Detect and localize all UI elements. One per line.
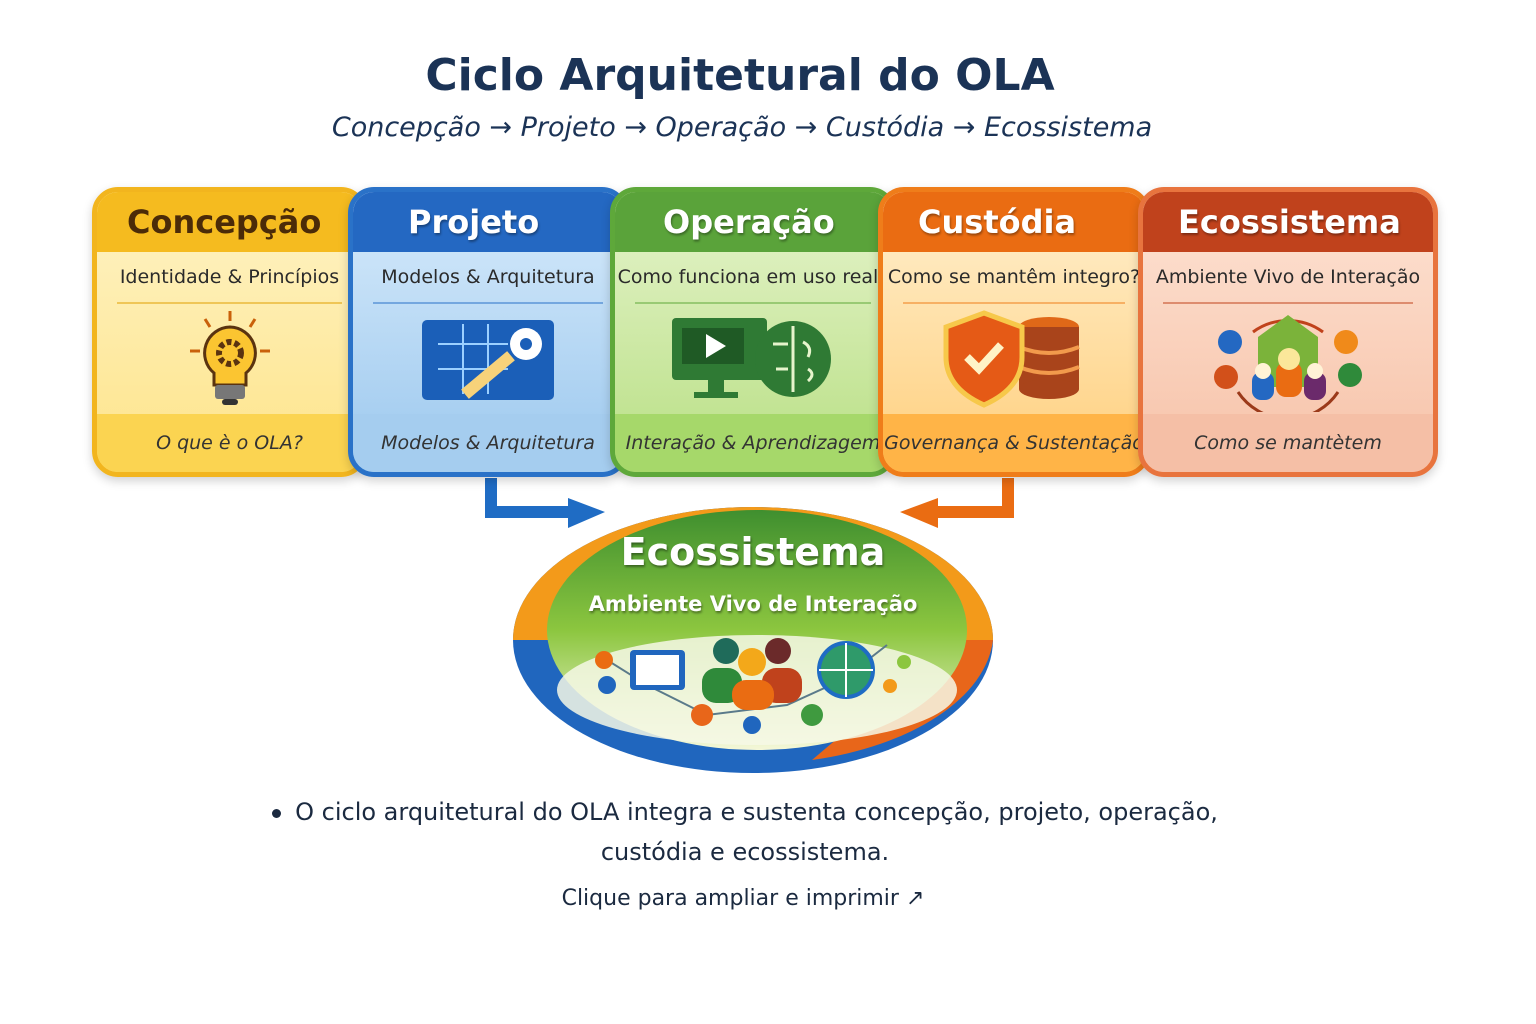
stage-footer: O que è o OLA? [97,414,362,472]
stage-title: Ecossistema [1143,192,1433,252]
blueprint-gear-icon [353,304,623,414]
stage-title: Projeto [353,192,623,252]
community-icon [1143,304,1433,414]
stage-card-custodia: Custódia Como se mantêm integro? Governa… [878,187,1150,477]
stage-question: Como funciona em uso real? [617,266,889,288]
stage-title: Concepção [97,192,362,252]
ecosystem-title: Ecossistema [620,530,886,574]
stage-footer: Governança & Sustentação [883,414,1145,472]
ecosystem-ellipse [513,507,993,773]
monitor-brain-icon [615,304,891,414]
divider [903,302,1125,304]
enlarge-print-link[interactable]: Clique para ampliar e imprimir ↗ [561,886,925,911]
stage-question: Modelos & Arquitetura [381,266,595,288]
arrow-custodia-to-ecossistema [936,478,1014,518]
stage-question: Como se mantêm integro? [887,266,1141,288]
bullet-dot [272,808,282,818]
page-subtitle: Concepção → Projeto → Operação → Custódi… [331,112,1153,143]
arrowhead-right [568,498,605,528]
divider [373,302,603,304]
stage-card-operacao: Operação Como funciona em uso real? Inte… [610,187,896,477]
summary-text: O ciclo arquitetural do OLA integra e su… [295,798,1218,866]
stage-card-projeto: Projeto Modelos & Arquitetura Modelos & … [348,187,628,477]
shield-database-icon [883,304,1145,414]
arrow-projeto-to-ecossistema [485,478,571,518]
stage-question: Identidade & Princípios [119,266,340,288]
divider [117,302,342,304]
stage-title: Custódia [883,192,1145,252]
stage-card-concepcao: Concepção Identidade & Princípios O que … [92,187,367,477]
divider [635,302,871,304]
page-title: Ciclo Arquitetural do OLA [425,50,1055,101]
stage-footer: Interação & Aprendizagem [615,414,891,472]
divider [1163,302,1413,304]
stage-title: Operação [615,192,891,252]
ecosystem-subtitle: Ambiente Vivo de Interação [588,592,918,616]
stage-footer: Modelos & Arquitetura [353,414,623,472]
people-network-icon [595,638,911,734]
stage-card-ecossistema: Ecossistema Ambiente Vivo de Interação C… [1138,187,1438,477]
summary-bullet: O ciclo arquitetural do OLA integra e su… [270,792,1220,872]
lightbulb-gear-icon [97,304,362,414]
stage-question: Ambiente Vivo de Interação [1155,266,1421,288]
stage-footer: Como se mantètem [1143,414,1433,472]
arrowhead-left [900,498,938,528]
